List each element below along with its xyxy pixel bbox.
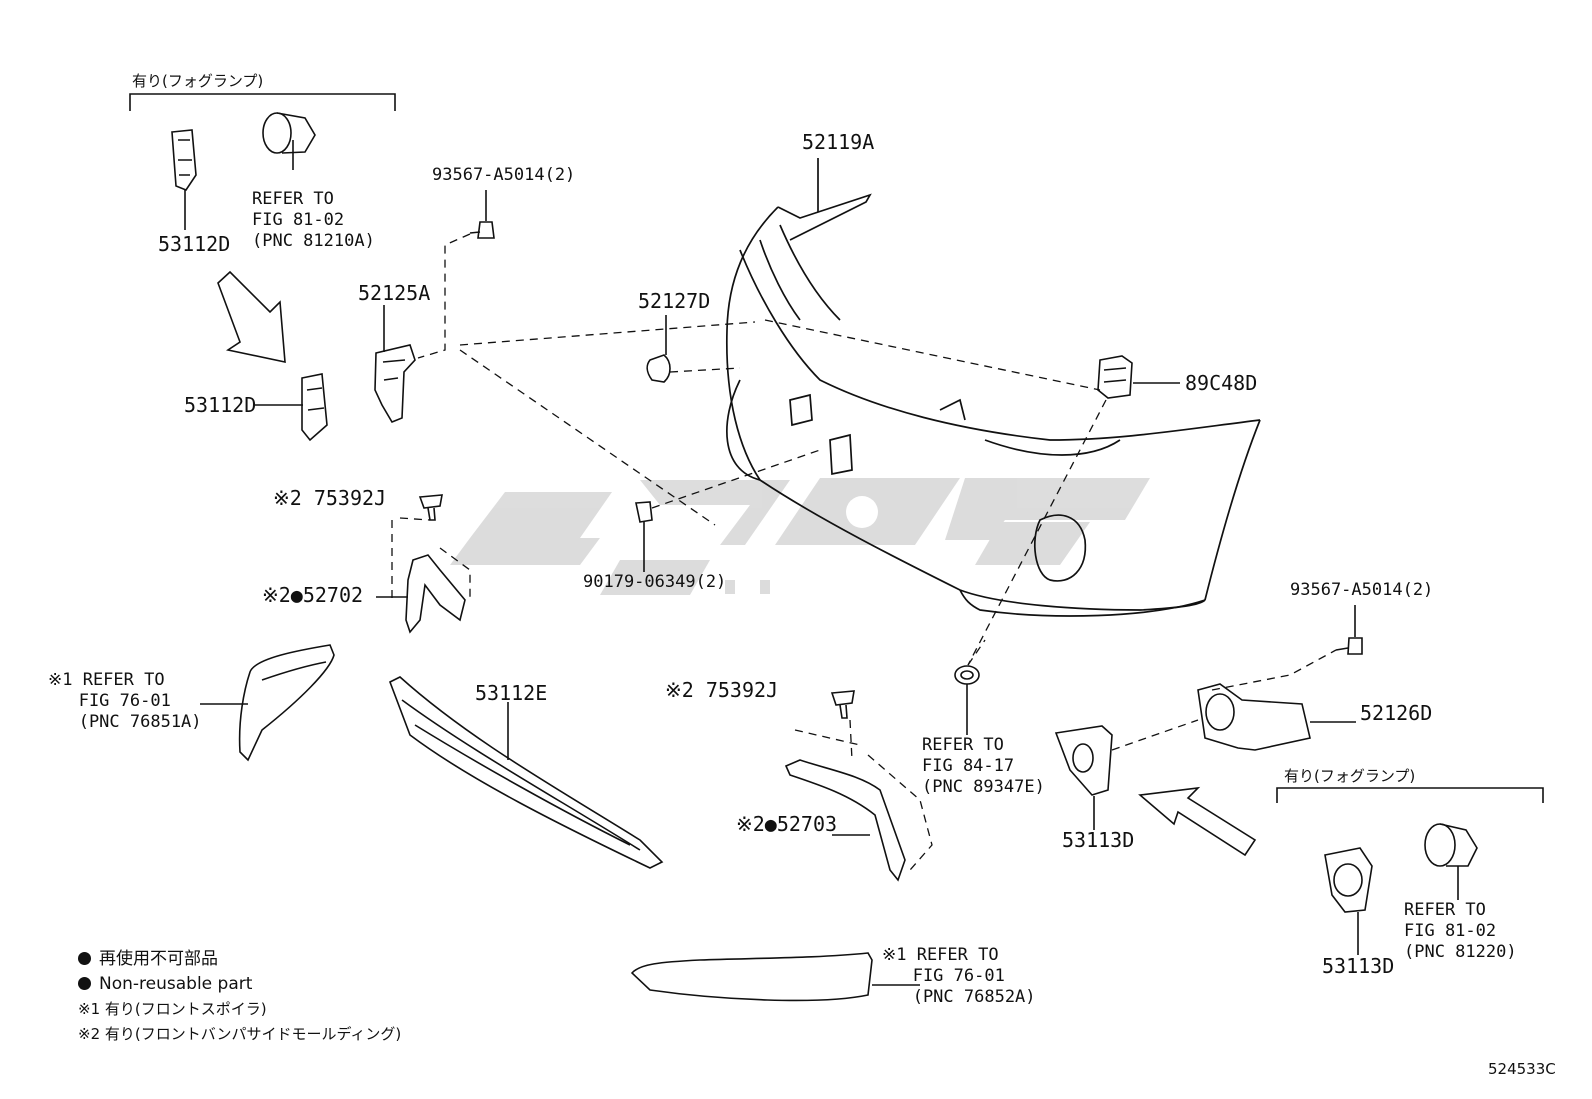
dash-52126d bbox=[1211, 649, 1337, 691]
legend-note1: ※1 有り(フロントスポイラ) bbox=[78, 1000, 267, 1018]
spoiler-left bbox=[200, 644, 335, 762]
label-53112d-mid: 53112D bbox=[184, 393, 257, 417]
refer-spoiler-left: ※1 REFER TO FIG 76-01 (PNC 76851A) bbox=[48, 670, 202, 732]
label-52119a: 52119A bbox=[802, 130, 875, 154]
fog-note-left: 有り(フォグランプ) bbox=[132, 72, 264, 90]
fog-lamp-right bbox=[1424, 823, 1478, 900]
part-53113d-bottom bbox=[1324, 847, 1373, 955]
label-90179: 90179-06349(2) bbox=[583, 572, 727, 592]
dash-clip-to-bumper bbox=[967, 399, 1107, 666]
label-53112e: 53112E bbox=[475, 681, 548, 705]
label-52702: ※2●52702 bbox=[262, 583, 364, 607]
label-53112d-top: 53112D bbox=[158, 232, 231, 256]
part-52127d bbox=[646, 315, 671, 383]
part-52702 bbox=[376, 554, 466, 634]
bullet-icon bbox=[78, 977, 91, 990]
dash-plug bbox=[669, 367, 741, 373]
label-93567-top: 93567-A5014(2) bbox=[432, 165, 576, 185]
dash-53113d bbox=[1111, 719, 1199, 751]
dash-screw-to-bracket bbox=[417, 233, 471, 359]
refer-grille-cover: REFER TO FIG 84-17 (PNC 89347E) bbox=[922, 735, 1045, 797]
dash-bracket-to-bumper-low bbox=[459, 349, 716, 526]
refer-fog-right: REFER TO FIG 81-02 (PNC 81220) bbox=[1404, 900, 1517, 962]
part-90179 bbox=[635, 501, 653, 572]
grille-cover-89347e bbox=[954, 665, 980, 735]
watermark bbox=[450, 478, 1150, 595]
clip-75392j-left bbox=[418, 494, 443, 521]
legend-jp-nonreusable: 再使用不可部品 bbox=[78, 947, 401, 972]
part-53112d-top bbox=[171, 129, 197, 230]
refer-fog-left: REFER TO FIG 81-02 (PNC 81210A) bbox=[252, 189, 375, 251]
label-75392j-right: ※2 75392J bbox=[665, 678, 779, 702]
label-52125a: 52125A bbox=[358, 281, 431, 305]
part-53112d-mid bbox=[255, 373, 328, 442]
part-53112e-grille bbox=[388, 676, 664, 869]
fog-note-right: 有り(フォグランプ) bbox=[1284, 767, 1416, 785]
label-53113d-bottom: 53113D bbox=[1322, 954, 1395, 978]
label-89c48d: 89C48D bbox=[1185, 371, 1258, 395]
part-52126d bbox=[1197, 683, 1356, 751]
drawing-number: 524533C bbox=[1488, 1060, 1556, 1078]
part-89c48d bbox=[1097, 355, 1180, 399]
part-53113d-mid bbox=[1054, 725, 1113, 830]
spoiler-bottom bbox=[630, 952, 920, 1002]
dash-bracket-to-bumper bbox=[459, 321, 756, 346]
screw-93567-right bbox=[1335, 605, 1363, 655]
fog-lamp-left bbox=[262, 112, 316, 170]
legend-en-nonreusable: Non-reusable part bbox=[78, 972, 401, 997]
dash-52702 bbox=[391, 517, 471, 600]
direction-arrow-left bbox=[217, 270, 286, 364]
part-52703 bbox=[784, 759, 906, 882]
dash-top-clip-span bbox=[764, 319, 1101, 391]
part-52125a bbox=[374, 305, 416, 423]
label-93567-right: 93567-A5014(2) bbox=[1290, 580, 1434, 600]
dash-nut bbox=[651, 449, 821, 509]
label-52126d: 52126D bbox=[1360, 701, 1433, 725]
screw-93567-top bbox=[469, 190, 495, 239]
fog-bracket-left bbox=[129, 93, 396, 111]
clip-75392j-right bbox=[830, 690, 855, 719]
label-52703: ※2●52703 bbox=[736, 812, 838, 836]
dash-52703 bbox=[794, 719, 933, 871]
label-53113d-mid: 53113D bbox=[1062, 828, 1135, 852]
direction-arrow-right bbox=[1138, 786, 1257, 857]
fog-bracket-right bbox=[1276, 787, 1544, 803]
legend-note2: ※2 有り(フロントバンパサイドモールディング) bbox=[78, 1025, 402, 1043]
bumper-cover-52119a bbox=[725, 158, 1261, 617]
label-75392j-left: ※2 75392J bbox=[273, 486, 387, 510]
legend: 再使用不可部品 Non-reusable part ※1 有り(フロントスポイラ… bbox=[78, 947, 401, 1047]
label-52127d: 52127D bbox=[638, 289, 711, 313]
dash-grille-cover bbox=[967, 639, 986, 666]
bullet-icon bbox=[78, 952, 91, 965]
refer-spoiler-bottom: ※1 REFER TO FIG 76-01 (PNC 76852A) bbox=[882, 945, 1036, 1007]
